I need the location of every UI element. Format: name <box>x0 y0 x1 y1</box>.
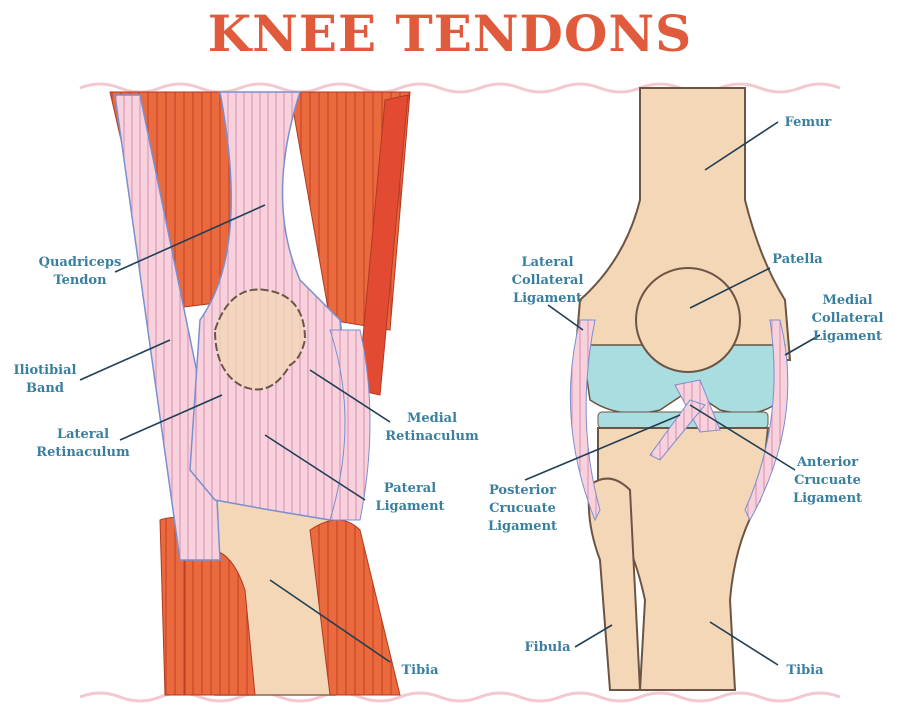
side-knee-view <box>569 87 792 691</box>
diagram-title: KNEE TENDONS <box>207 4 693 63</box>
label-tibia-side: Tibia <box>786 663 824 678</box>
fibula <box>587 477 642 691</box>
label-iliotibial-band: Iliotibial Band <box>13 363 77 396</box>
patella <box>635 267 741 373</box>
label-lateral-collateral-ligament: Lateral Collateral Ligament <box>511 255 584 306</box>
label-tibia-front: Tibia <box>401 663 439 678</box>
label-medial-collateral-ligament: Medial Collateral Ligament <box>811 293 884 344</box>
label-pateral-ligament: Pateral Ligament <box>375 481 445 514</box>
bottom-wave-border <box>79 691 841 703</box>
label-lateral-retinaculum: Lateral Retinaculum <box>36 427 130 460</box>
label-patella: Patella <box>772 252 823 267</box>
label-fibula: Fibula <box>524 640 571 655</box>
label-medial-retinaculum: Medial Retinaculum <box>385 411 479 444</box>
label-posterior-crucuate-ligament: Posterior Crucuate Ligament <box>487 483 558 534</box>
leader-lines <box>79 121 821 666</box>
label-anterior-crucuate-ligament: Anterior Crucuate Ligament <box>792 455 863 506</box>
femur <box>573 87 792 361</box>
label-quadriceps-tendon: Quadriceps Tendon <box>38 255 122 288</box>
label-femur: Femur <box>784 115 832 130</box>
front-knee-view <box>109 91 411 696</box>
